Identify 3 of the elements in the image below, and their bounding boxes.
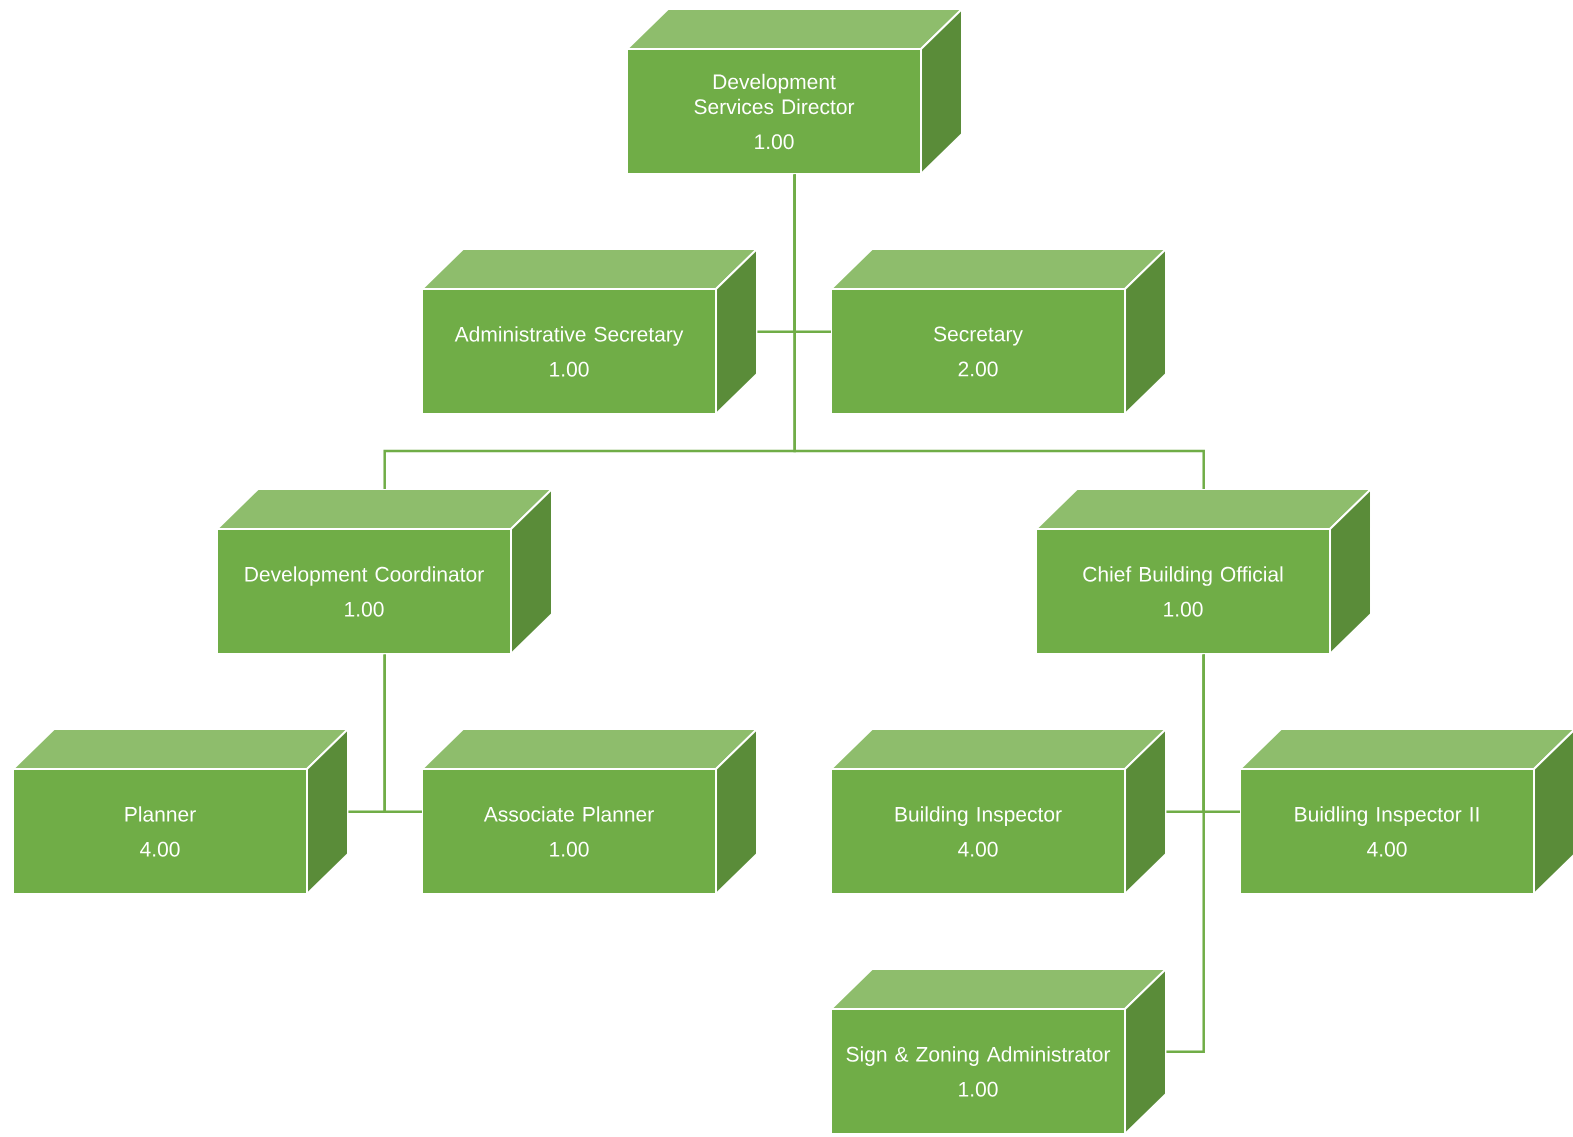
connector-line	[383, 654, 422, 813]
connector-line	[1166, 654, 1205, 1053]
connector-line	[793, 174, 1205, 489]
